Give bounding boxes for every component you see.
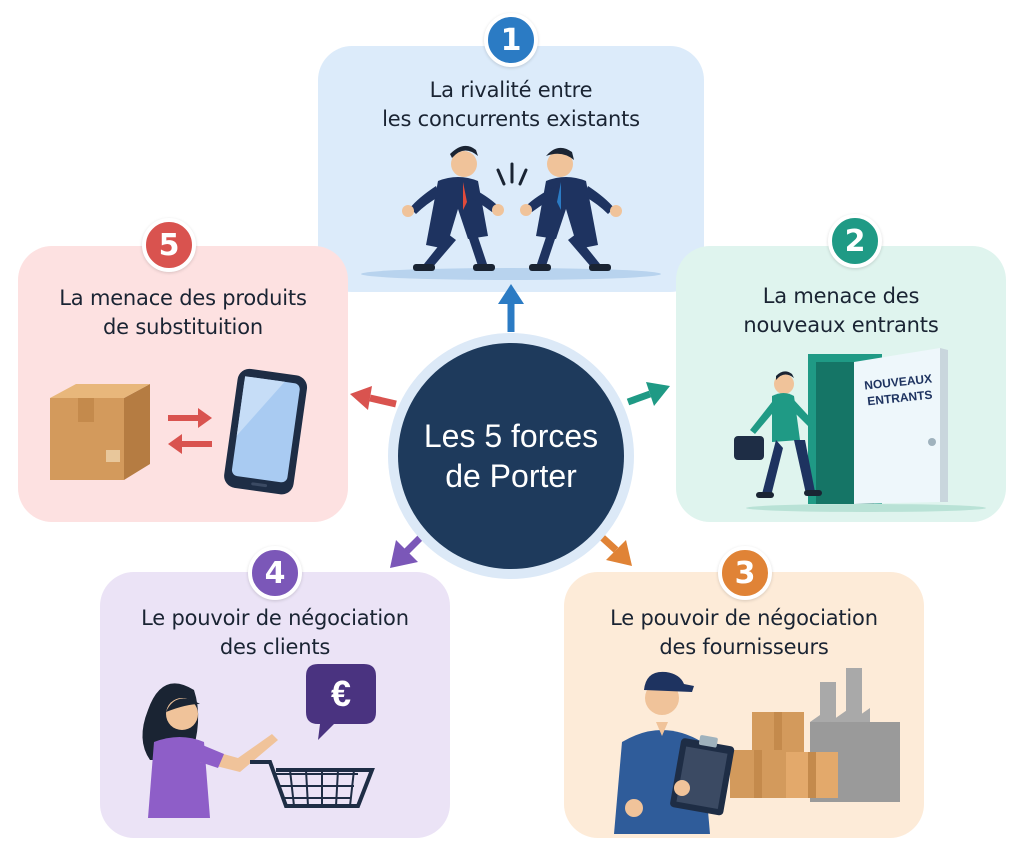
business-rivals-icon xyxy=(361,145,661,280)
force-badge-3: 3 xyxy=(718,546,772,600)
force-badge-5: 5 xyxy=(142,218,196,272)
force-badge-1: 1 xyxy=(484,13,538,67)
arrow-to-force-3 xyxy=(591,527,619,553)
force-card-customers: Le pouvoir de négociation des clients € xyxy=(100,572,450,838)
customer-cart-icon xyxy=(142,664,376,818)
force-card-suppliers: Le pouvoir de négociation des fournisseu… xyxy=(564,572,924,838)
supplier-warehouse-icon xyxy=(614,668,900,834)
euro-icon: € xyxy=(330,673,352,714)
arrow-to-force-5 xyxy=(369,394,397,408)
force-label-4: Le pouvoir de négociation des clients xyxy=(141,606,409,659)
arrow-to-force-2 xyxy=(626,390,652,406)
force-card-rivalry: La rivalité entre les concurrents exista… xyxy=(318,46,704,292)
hub-title: Les 5 forces de Porter xyxy=(423,418,599,494)
arrow-to-force-4 xyxy=(403,527,431,555)
force-label-2: La menace des nouveaux entrants xyxy=(743,284,939,337)
force-card-substitutes: La menace des produits de substituition xyxy=(18,246,348,522)
force-label-5: La menace des produits de substituition xyxy=(59,286,307,339)
force-label-1: La rivalité entre les concurrents exista… xyxy=(382,78,640,131)
force-card-new-entrants: La menace des nouveaux entrants NOUVEAUX… xyxy=(676,246,1006,522)
force-badge-4: 4 xyxy=(248,546,302,600)
new-entrant-door-icon: NOUVEAUX ENTRANTS xyxy=(734,348,986,512)
porter-hub-circle: Les 5 forces de Porter xyxy=(398,343,624,569)
substitute-products-icon xyxy=(50,368,308,495)
force-label-3: Le pouvoir de négociation des fournisseu… xyxy=(610,606,878,659)
force-badge-2: 2 xyxy=(828,214,882,268)
